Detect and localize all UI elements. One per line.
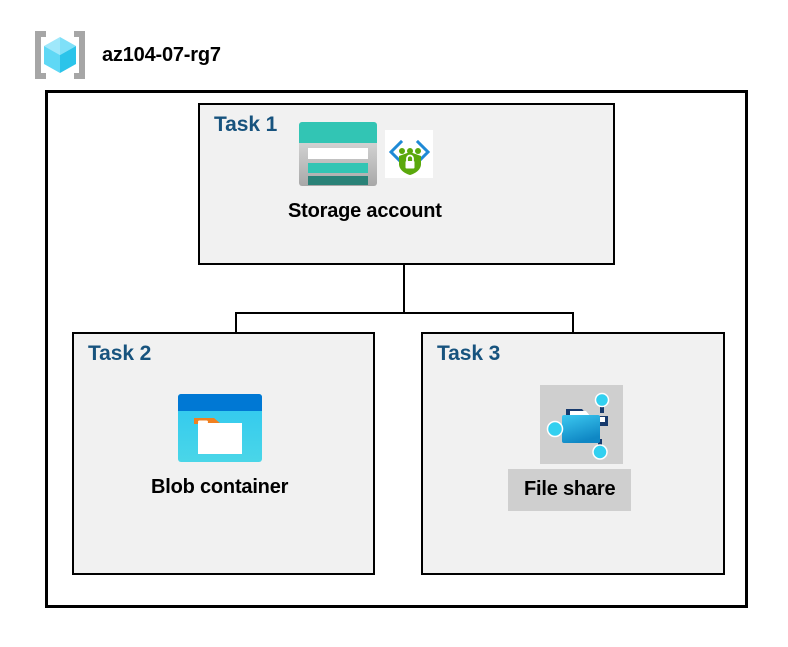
blob-container-caption: Blob container (151, 476, 289, 498)
storage-account-icon (297, 118, 379, 190)
file-share-icon (544, 389, 620, 461)
storage-account-icon-row (297, 118, 433, 190)
secure-endpoint-shield-icon (384, 130, 433, 178)
file-share-caption-highlight: File share (508, 469, 632, 511)
connector-storage-trunk (403, 265, 405, 313)
storage-account-caption: Storage account (288, 200, 442, 222)
task-2-label: Task 2 (88, 342, 152, 365)
resource-group-name: az104-07-rg7 (102, 43, 221, 66)
node-storage-account[interactable]: Storage account (288, 118, 442, 223)
task-1-label: Task 1 (214, 113, 278, 136)
resource-group-icon (30, 28, 90, 82)
blob-container-icon (176, 392, 264, 464)
task-3-label: Task 3 (437, 342, 501, 365)
node-blob-container[interactable]: Blob container (151, 392, 288, 499)
resource-group-header: az104-07-rg7 (30, 28, 221, 82)
file-share-icon-highlight (540, 385, 624, 464)
node-file-share[interactable]: File share (508, 385, 632, 511)
file-share-caption: File share (524, 478, 616, 500)
connector-horizontal-bus (235, 312, 574, 314)
blob-container-icon-row (176, 392, 264, 464)
